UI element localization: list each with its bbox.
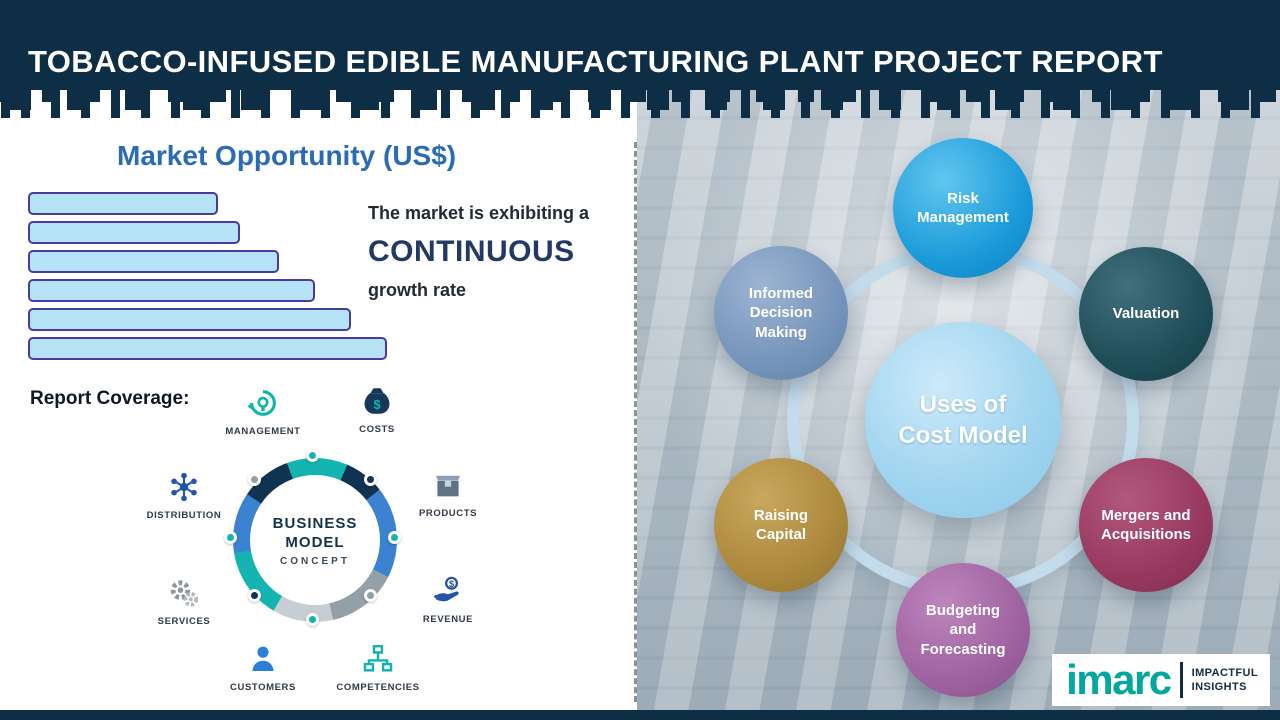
management-icon: [246, 386, 280, 420]
growth-line2: growth rate: [368, 280, 467, 300]
business-model-center: BUSINESS MODEL CONCEPT: [233, 458, 397, 622]
logo-tagline-line1: IMPACTFUL: [1191, 666, 1258, 679]
cost-model-node-raising-capital: Raising Capital: [714, 458, 848, 592]
growth-bar-chart: [28, 192, 387, 366]
logo-tagline: IMPACTFUL INSIGHTS: [1192, 666, 1258, 695]
ring-node-dot: [248, 589, 261, 602]
node-label: Mergers and Acquisitions: [1100, 506, 1191, 544]
revenue-icon: $: [431, 574, 465, 608]
vertical-dashed-divider: [634, 142, 637, 702]
coverage-item-management: MANAGEMENT: [207, 386, 319, 437]
coverage-item-distribution: DISTRIBUTION: [128, 470, 240, 521]
node-label: Valuation: [1112, 305, 1180, 323]
market-bar: [28, 308, 351, 331]
distribution-icon: [167, 470, 201, 504]
report-coverage-label: Report Coverage:: [30, 388, 190, 409]
coverage-item-customers: CUSTOMERS: [207, 642, 319, 693]
coverage-item-label: REVENUE: [422, 614, 474, 625]
services-icon: [167, 576, 201, 610]
coverage-item-revenue: $ REVENUE: [392, 574, 504, 625]
coverage-item-label: CUSTOMERS: [230, 682, 296, 693]
ring-node-dot: [364, 473, 377, 486]
market-bar: [28, 221, 240, 244]
coverage-item-services: SERVICES: [128, 576, 240, 627]
cost-model-center-circle: Uses of Cost Model: [865, 322, 1061, 518]
coverage-item-label: COSTS: [359, 424, 395, 435]
node-label: Informed Decision Making: [748, 284, 814, 341]
cost-model-center-label: Uses of Cost Model: [898, 390, 1028, 449]
header-band: TOBACCO-INFUSED EDIBLE MANUFACTURING PLA…: [0, 0, 1280, 90]
customers-icon: [246, 642, 280, 676]
market-bar: [28, 279, 315, 302]
ring-node-dot: [364, 589, 377, 602]
node-label: Budgeting and Forecasting: [920, 601, 1006, 658]
coverage-item-competencies: COMPETENCIES: [322, 642, 434, 693]
coverage-item-products: PRODUCTS: [392, 468, 504, 519]
svg-text:$: $: [449, 579, 454, 589]
competencies-icon: [361, 642, 395, 676]
imarc-logo-wordmark: imarc: [1066, 656, 1172, 704]
market-bar: [28, 337, 387, 360]
ring-node-dot: [224, 531, 237, 544]
bm-center-line2: MODEL: [285, 534, 345, 551]
market-bar: [28, 192, 218, 215]
ring-node-dot: [248, 473, 261, 486]
page-title: TOBACCO-INFUSED EDIBLE MANUFACTURING PLA…: [28, 44, 1163, 79]
coverage-item-label: MANAGEMENT: [225, 426, 301, 437]
growth-statement: The market is exhibiting a CONTINUOUS gr…: [368, 203, 648, 301]
node-label: Raising Capital: [753, 506, 809, 544]
costs-icon: $: [360, 384, 394, 418]
coverage-item-label: COMPETENCIES: [336, 682, 420, 693]
bm-center-line1: BUSINESS: [272, 514, 358, 532]
node-label: Risk Management: [917, 189, 1009, 227]
growth-line1: The market is exhibiting a: [368, 203, 590, 223]
footer-band: [0, 710, 1280, 720]
city-skyline-silhouette: [0, 90, 1280, 118]
growth-highlight: CONTINUOUS: [368, 235, 575, 268]
ring-node-dot: [306, 613, 319, 626]
cost-model-node-mergers-acquisitions: Mergers and Acquisitions: [1079, 458, 1213, 592]
imarc-logo: imarc IMPACTFUL INSIGHTS: [1052, 654, 1270, 706]
bm-center-line3: CONCEPT: [280, 555, 350, 567]
cost-model-node-valuation: Valuation: [1079, 247, 1213, 381]
svg-text:$: $: [373, 397, 380, 412]
logo-separator: [1179, 662, 1183, 698]
coverage-item-label: PRODUCTS: [418, 508, 478, 519]
ring-node-dot: [306, 449, 319, 462]
cost-model-node-informed-decision-making: Informed Decision Making: [714, 246, 848, 380]
cost-model-node-risk-management: Risk Management: [893, 138, 1033, 278]
coverage-item-costs: $ COSTS: [321, 384, 433, 435]
coverage-item-label: DISTRIBUTION: [146, 510, 222, 521]
cost-model-node-budgeting-forecasting: Budgeting and Forecasting: [896, 563, 1030, 697]
ring-node-dot: [388, 531, 401, 544]
market-opportunity-heading: Market Opportunity (US$): [117, 140, 457, 171]
products-icon: [431, 468, 465, 502]
market-bar: [28, 250, 279, 273]
logo-tagline-line2: INSIGHTS: [1191, 681, 1247, 693]
coverage-item-label: SERVICES: [157, 616, 211, 627]
